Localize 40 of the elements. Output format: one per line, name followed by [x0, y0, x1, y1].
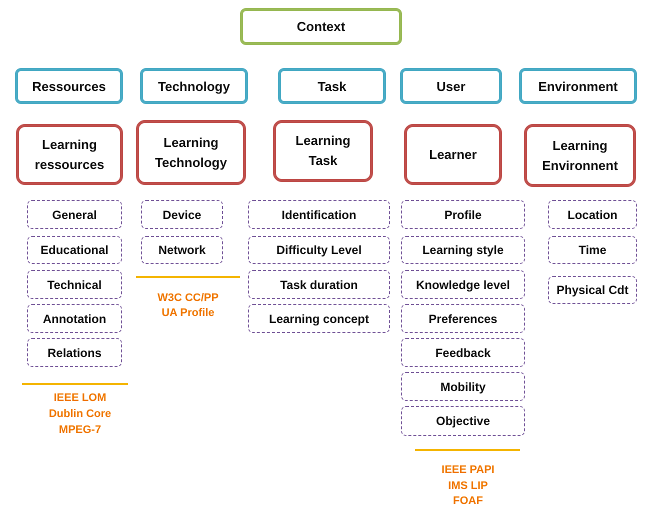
learning-category-box: Learning Technology: [136, 120, 246, 185]
attribute-box: Knowledge level: [401, 270, 525, 299]
learning-category-box: Learner: [404, 124, 502, 185]
standard-name: Dublin Core: [48, 408, 112, 420]
attribute-box: Learning concept: [248, 304, 390, 333]
category-box: Task: [278, 68, 386, 104]
category-box: Environment: [519, 68, 637, 104]
attribute-box: Location: [548, 200, 637, 229]
attribute-box: Technical: [27, 270, 122, 299]
attribute-box: Network: [141, 236, 223, 264]
learning-category-box: Learning Environnent: [524, 124, 636, 187]
learning-category-box: Learning ressources: [16, 124, 123, 185]
attribute-box: Mobility: [401, 372, 525, 401]
standard-name: MPEG-7: [58, 424, 102, 436]
attribute-box: Device: [141, 200, 223, 229]
attribute-box: Feedback: [401, 338, 525, 367]
standard-name: IEEE LOM: [54, 392, 106, 404]
attribute-box: General: [27, 200, 122, 229]
attribute-box: Preferences: [401, 304, 525, 333]
attribute-box: Difficulty Level: [248, 236, 390, 264]
attribute-box: Profile: [401, 200, 525, 229]
attribute-box: Annotation: [27, 304, 122, 333]
category-box: Ressources: [15, 68, 123, 104]
attribute-box: Learning style: [401, 236, 525, 264]
standard-name: UA Profile: [162, 307, 214, 319]
standard-name: IMS LIP: [448, 480, 488, 492]
attribute-box: Objective: [401, 406, 525, 436]
category-box: User: [400, 68, 502, 104]
attribute-box: Physical Cdt: [548, 276, 637, 304]
standard-name: W3C CC/PP: [157, 292, 219, 304]
context-box: Context: [240, 8, 402, 45]
category-box: Technology: [140, 68, 248, 104]
attribute-box: Time: [548, 236, 637, 264]
standard-name: FOAF: [453, 495, 483, 507]
standard-name: IEEE PAPI: [442, 464, 494, 476]
attribute-box: Identification: [248, 200, 390, 229]
learning-category-box: Learning Task: [273, 120, 373, 182]
attribute-box: Educational: [27, 236, 122, 264]
attribute-box: Relations: [27, 338, 122, 367]
attribute-box: Task duration: [248, 270, 390, 299]
